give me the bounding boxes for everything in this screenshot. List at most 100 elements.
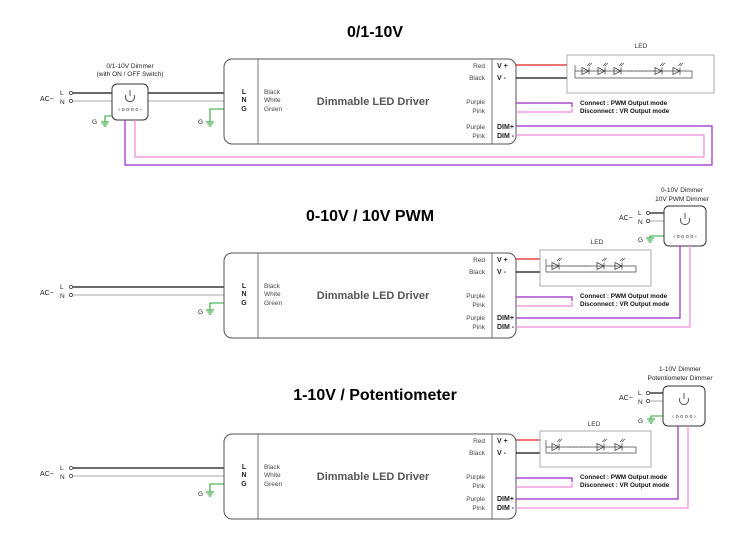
wire-dim-pink	[516, 426, 689, 509]
terminal-l	[69, 91, 73, 95]
disconnect-note: Disconnect : VR Output mode	[580, 482, 670, 489]
terminal-n	[69, 293, 73, 297]
terminal-g-label: G	[241, 481, 247, 488]
terminal-dimplus-label: DIM+	[497, 315, 514, 322]
wire-color-label: Green	[264, 300, 282, 307]
led-dots: · · · · · · · ·	[627, 69, 655, 75]
ac-n-label: N	[60, 99, 65, 106]
led-string-wire	[545, 259, 637, 273]
section-title: 0-10V / 10V PWM	[306, 208, 434, 225]
ac-l-label: L	[638, 210, 642, 217]
terminal-l	[646, 391, 650, 395]
ac-label: AC~	[40, 290, 54, 297]
dimmer-label: 10V PWM Dimmer	[655, 196, 710, 203]
terminal-l-label: L	[242, 464, 247, 471]
ac-label: AC~	[40, 96, 54, 103]
led-label: LED	[635, 43, 648, 50]
wire-color-label: Pink	[472, 483, 485, 490]
wire-color-label: Purple	[466, 293, 485, 300]
ground-wire	[649, 235, 664, 238]
terminal-l-label: L	[242, 89, 247, 96]
disconnect-note: Disconnect : VR Output mode	[580, 108, 670, 115]
wire-color-label: White	[264, 472, 281, 479]
terminal-n	[69, 99, 73, 103]
terminal-vminus-label: V -	[497, 269, 507, 276]
wire-color-label: Purple	[466, 124, 485, 131]
wire-purple	[516, 102, 573, 107]
ground-wire	[209, 108, 224, 122]
ground-label: G	[638, 237, 643, 244]
terminal-n	[646, 219, 650, 223]
ac-n-label: N	[60, 474, 65, 481]
section-0-1-10v: 0/1-10V 0/1-10V Dimmer (with ON / OFF Sw…	[40, 24, 715, 166]
driver-box	[223, 58, 517, 145]
wire-dim-purple	[516, 426, 679, 500]
led-string-wire	[545, 440, 637, 454]
wire-dim-pink	[516, 246, 691, 328]
wire-dim-purple	[516, 246, 681, 319]
terminal-g-label: G	[241, 106, 247, 113]
terminal-vplus-label: V +	[497, 257, 508, 264]
dimmer-label: 1-10V Dimmer	[659, 366, 702, 373]
wire-dim-pink	[134, 120, 705, 158]
terminal-l	[69, 466, 73, 470]
wire-color-label: Pink	[472, 108, 485, 115]
wire-color-label: Black	[264, 89, 281, 96]
driver-title: Dimmable LED Driver	[317, 96, 430, 108]
power-icon	[680, 213, 690, 225]
wire-color-label: White	[264, 291, 281, 298]
terminal-dimminus-label: DIM -	[497, 133, 515, 140]
ac-label: AC~	[619, 215, 633, 222]
driver-title: Dimmable LED Driver	[317, 471, 430, 483]
wire-pink	[516, 302, 573, 307]
wire-color-label: White	[264, 97, 281, 104]
wire-color-label: Red	[473, 63, 485, 70]
dimmer-label: 0/1-10V Dimmer	[106, 63, 154, 70]
ac-l-label: L	[60, 465, 64, 472]
led-box	[566, 54, 715, 94]
ac-n-label: N	[60, 293, 65, 300]
terminal-n	[646, 399, 650, 403]
ac-n-label: N	[638, 219, 643, 226]
section-title: 1-10V / Potentiometer	[293, 387, 457, 404]
terminal-vplus-label: V +	[497, 63, 508, 70]
wire-color-label: Purple	[466, 99, 485, 106]
power-icon	[125, 90, 135, 102]
wire-color-label: Black	[264, 464, 281, 471]
ac-label: AC~	[40, 471, 54, 478]
connect-note: Connect : PWM Output mode	[580, 474, 668, 481]
ground-wire	[209, 483, 224, 492]
dimmer-label: (with ON / OFF Switch)	[97, 71, 164, 78]
wire-color-label: Pink	[472, 133, 485, 140]
terminal-dimplus-label: DIM+	[497, 124, 514, 131]
terminal-g-label: G	[241, 300, 247, 307]
wire-color-label: Pink	[472, 505, 485, 512]
terminal-vminus-label: V -	[497, 75, 507, 82]
terminal-n	[69, 474, 73, 478]
ac-label: AC~	[619, 395, 633, 402]
driver-box	[223, 433, 517, 520]
ground-label: G	[198, 119, 203, 126]
led-box	[539, 249, 652, 287]
disconnect-note: Disconnect : VR Output mode	[580, 301, 670, 308]
ground-wire	[209, 302, 224, 310]
ground-label: G	[92, 119, 97, 126]
dimmer-keys: ‹ o o o o ›	[672, 414, 696, 420]
ac-l-label: L	[60, 284, 64, 291]
led-label: LED	[591, 239, 604, 246]
wire-pink	[516, 108, 573, 113]
wire-color-label: Black	[469, 269, 486, 276]
terminal-l	[69, 285, 73, 289]
wire-color-label: Pink	[472, 324, 485, 331]
terminal-l	[646, 211, 650, 215]
connect-note: Connect : PWM Output mode	[580, 100, 668, 107]
terminal-dimminus-label: DIM -	[497, 505, 515, 512]
wire-color-label: Black	[264, 283, 281, 290]
dimmer-label: Potentiometer Dimmer	[647, 375, 713, 382]
led-box	[539, 430, 652, 468]
led-string-wire	[574, 65, 693, 79]
ac-l-label: L	[638, 390, 642, 397]
wire-color-label: Pink	[472, 302, 485, 309]
wire-color-label: Green	[264, 106, 282, 113]
